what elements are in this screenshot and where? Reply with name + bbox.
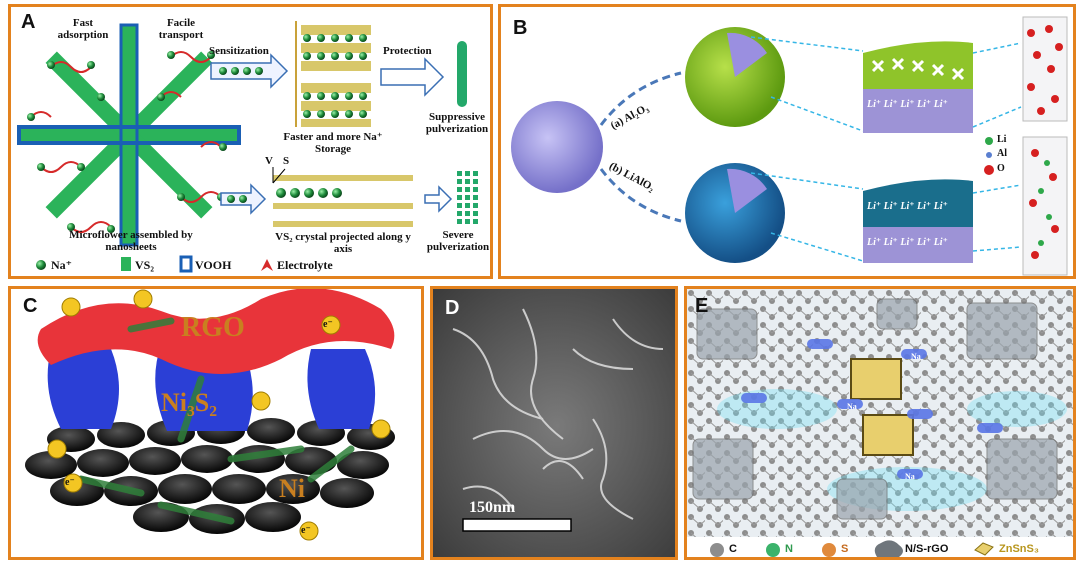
legend-li-icon [985,137,993,145]
na-label-3: Na [905,472,915,481]
intact-particle [457,41,467,107]
legend-n-icon [766,543,780,557]
electron-label-1: e⁻ [65,477,75,488]
panel-c-illustration [25,289,395,541]
panel-e: E Na Na Na C N S N/S-rGO ZnSnS₃ [684,286,1076,560]
lialo2-inset [863,179,973,263]
transport-arrows [77,317,355,525]
legend-electrolyte-icon [261,259,273,271]
electron-icons [47,289,391,541]
legend-nsrgo-text: N/S-rGO [905,543,949,555]
panel-b-label: B [513,17,528,39]
legend-na-icon [36,260,46,270]
rgo-sheet [37,289,395,374]
microflower-label: Microflower assembled by nanosheets [69,229,193,253]
na-ions-cluster [27,51,227,233]
legend-c-icon [710,543,724,557]
fast-adsorption-label: Fast adsorption [57,17,109,41]
na-between-layers [303,34,367,118]
severe-label: Severe pulverization [426,229,490,253]
crystal-label: VS₂ crystal projected along y axis [275,231,411,255]
li-ion-row-2: Li⁺ Li⁺ Li⁺ Li⁺ Li⁺ [867,201,948,212]
legend-vooh-icon [179,255,193,273]
severe-arrow [424,185,453,213]
na-capsules [741,339,1003,479]
panel-a: A Fast adsorption Facile transport Sensi… [8,4,493,279]
protection-label: Protection [383,45,432,57]
legend-vooh-text: VOOH [195,258,232,272]
scale-bar-label: 150nm [469,499,516,516]
li-ion-row-1: Li⁺ Li⁺ Li⁺ Li⁺ Li⁺ [867,99,948,110]
electron-label-3: e⁻ [301,525,311,536]
nsrgo-cubes [692,298,1058,520]
layered-vs2-top [295,21,371,127]
al2o3-inset [863,41,973,134]
legend-s-icon [822,543,836,557]
storage-label: Faster and more Na⁺ Storage [283,131,383,155]
ni-substrate [25,418,395,534]
panel-d: D 150nm [430,286,678,560]
panel-a-label: A [21,11,36,33]
v-axis-label: V [265,155,273,167]
legend-al-icon [986,152,992,158]
scale-bar [462,518,572,532]
electrolyte-strands [30,51,222,233]
legend-c-text: C [729,543,737,555]
panel-b-illustration [511,16,1068,276]
sem-image [433,289,675,557]
pulverized-fragments [457,171,478,224]
protection-arrow [380,57,445,97]
na-label-2: Na [847,402,857,411]
legend-nsrgo-icon [874,540,903,557]
facile-transport-label: Facile transport [158,17,204,41]
legend-n-text: N [785,543,793,555]
panel-d-label: D [445,297,460,319]
panel-e-label: E [695,295,709,317]
ni-label: Ni [279,474,305,503]
legend-o-text: O [997,163,1005,174]
zoom-lines [750,36,1022,262]
li-ion-row-3: Li⁺ Li⁺ Li⁺ Li⁺ Li⁺ [867,237,948,248]
rgo-label: RGO [181,312,245,343]
legend-al-text: Al [997,148,1007,159]
legend-li-text: Li [997,134,1007,145]
panel-c: C RGO Ni₃S₂ Ni e⁻ e⁻ e⁻ [8,286,424,560]
sensitization-arrow [210,53,289,89]
vs2-crystal [272,167,413,227]
legend-znsns3-text: ZnSnS₃ [999,543,1039,555]
na-label-1: Na [911,352,921,361]
panel-c-label: C [23,295,38,317]
electron-label-2: e⁻ [323,319,333,330]
legend-na-text: Na⁺ [51,258,72,272]
s-axis-label: S [283,155,290,167]
panel-a-illustration [17,21,478,273]
legend-znsns3-icon [974,542,994,556]
suppressive-label: Suppressive pulverization [425,111,489,135]
ni3s2-label: Ni₃S₂ [161,388,218,417]
panel-e-illustration [687,289,1073,557]
sensitization-label: Sensitization [209,45,269,57]
lialo2-crystal-structure [1022,136,1068,276]
legend-vs2-text: VS₂ [135,258,154,272]
microflower [17,23,241,247]
legend-o-icon [984,165,994,175]
bare-particle [511,101,603,193]
panel-b: B (a) Al₂O₃ (b) LiAlO₂ Li⁺ Li⁺ Li⁺ Li⁺ L… [498,4,1076,279]
legend-electrolyte-text: Electrolyte [277,258,333,272]
legend-s-text: S [841,543,849,555]
znsns3-cubes [850,358,914,456]
legend-vs2-icon [121,257,131,271]
